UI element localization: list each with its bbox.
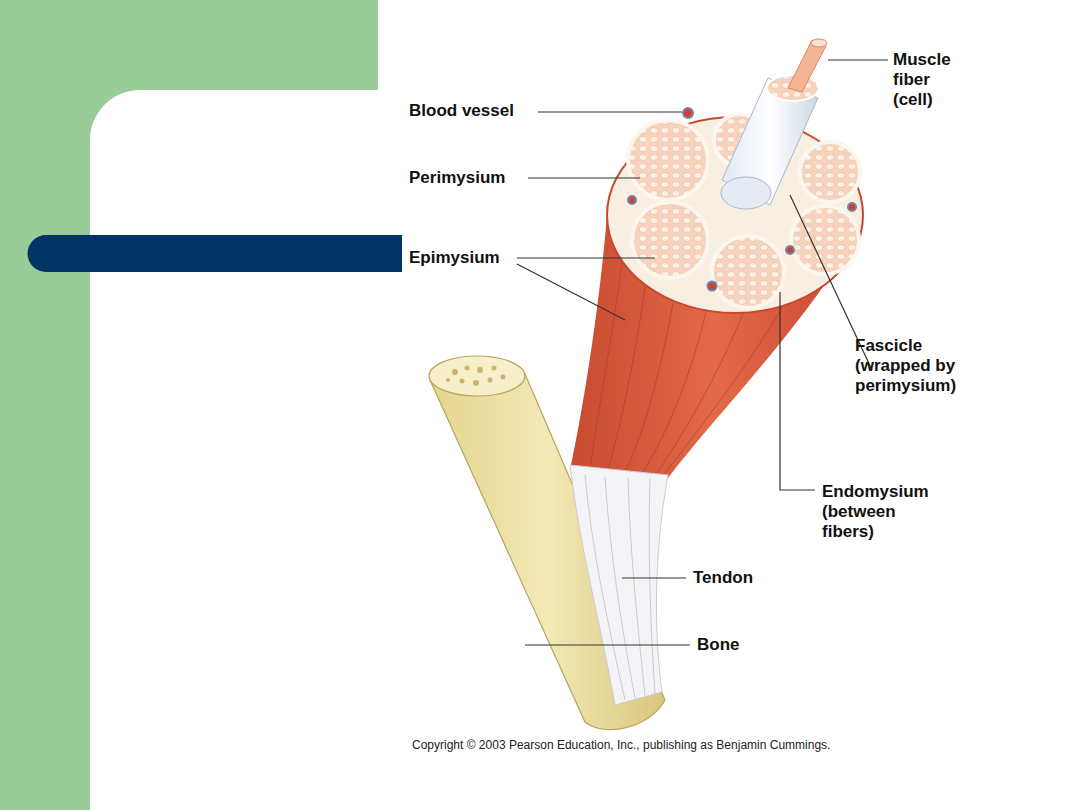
part-label: Endomysium (between fibers) [822, 482, 930, 542]
muscle-fiber-end [811, 39, 827, 47]
leader-lines [517, 60, 888, 645]
slide-bar [28, 235, 403, 272]
tendon [570, 465, 668, 705]
slide-band [0, 0, 90, 810]
fascicle-base [721, 177, 771, 209]
bone-end [429, 356, 525, 396]
slide-corner [90, 90, 140, 140]
part-label: Blood vessel [409, 101, 514, 121]
copyright-note: Copyright © 2003 Pearson Education, Inc.… [412, 738, 830, 753]
part-label: Epimysium [409, 248, 500, 268]
spongy-bone [446, 366, 506, 387]
part-label: Tendon [693, 568, 753, 588]
part-label: Muscle fiber (cell) [893, 50, 965, 110]
muscle-fiber [788, 40, 826, 92]
part-label: Perimysium [409, 168, 505, 188]
part-label: Bone [697, 635, 740, 655]
part-label: Fascicle (wrapped by perimysium) [855, 336, 977, 396]
tendon-fibres [585, 475, 655, 700]
